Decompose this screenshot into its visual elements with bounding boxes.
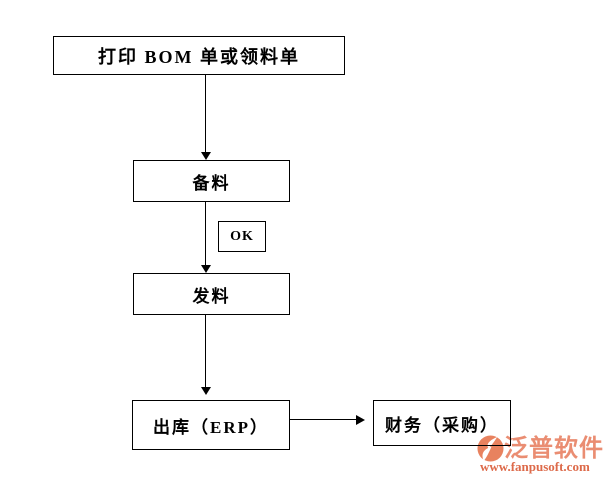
- node-issue-material: 发料: [133, 273, 290, 315]
- node-print-bom: 打印 BOM 单或领料单: [53, 36, 345, 75]
- edge-prepare-to-issue-line: [205, 202, 206, 266]
- node-finance-purchase: 财务（采购）: [373, 400, 511, 446]
- edge-outbound-to-finance-arrowhead-icon: [356, 415, 365, 425]
- edge-issue-to-outbound-arrowhead-icon: [201, 387, 211, 395]
- watermark-brand-text: 泛普软件: [504, 435, 604, 462]
- edge-prepare-to-issue-arrowhead-icon: [201, 265, 211, 273]
- node-ok-condition: OK: [218, 221, 266, 252]
- watermark: 泛普软件 www.fanpusoft.com: [477, 435, 604, 474]
- watermark-url-text: www.fanpusoft.com: [480, 459, 590, 474]
- edge-outbound-to-finance-line: [290, 419, 357, 420]
- node-prepare-material: 备料: [133, 160, 290, 202]
- edge-print-to-prepare-line: [205, 75, 206, 153]
- node-outbound-erp: 出库（ERP）: [132, 400, 290, 450]
- edge-print-to-prepare-arrowhead-icon: [201, 152, 211, 160]
- watermark-brand-row: 泛普软件: [477, 435, 604, 462]
- edge-issue-to-outbound-line: [205, 315, 206, 388]
